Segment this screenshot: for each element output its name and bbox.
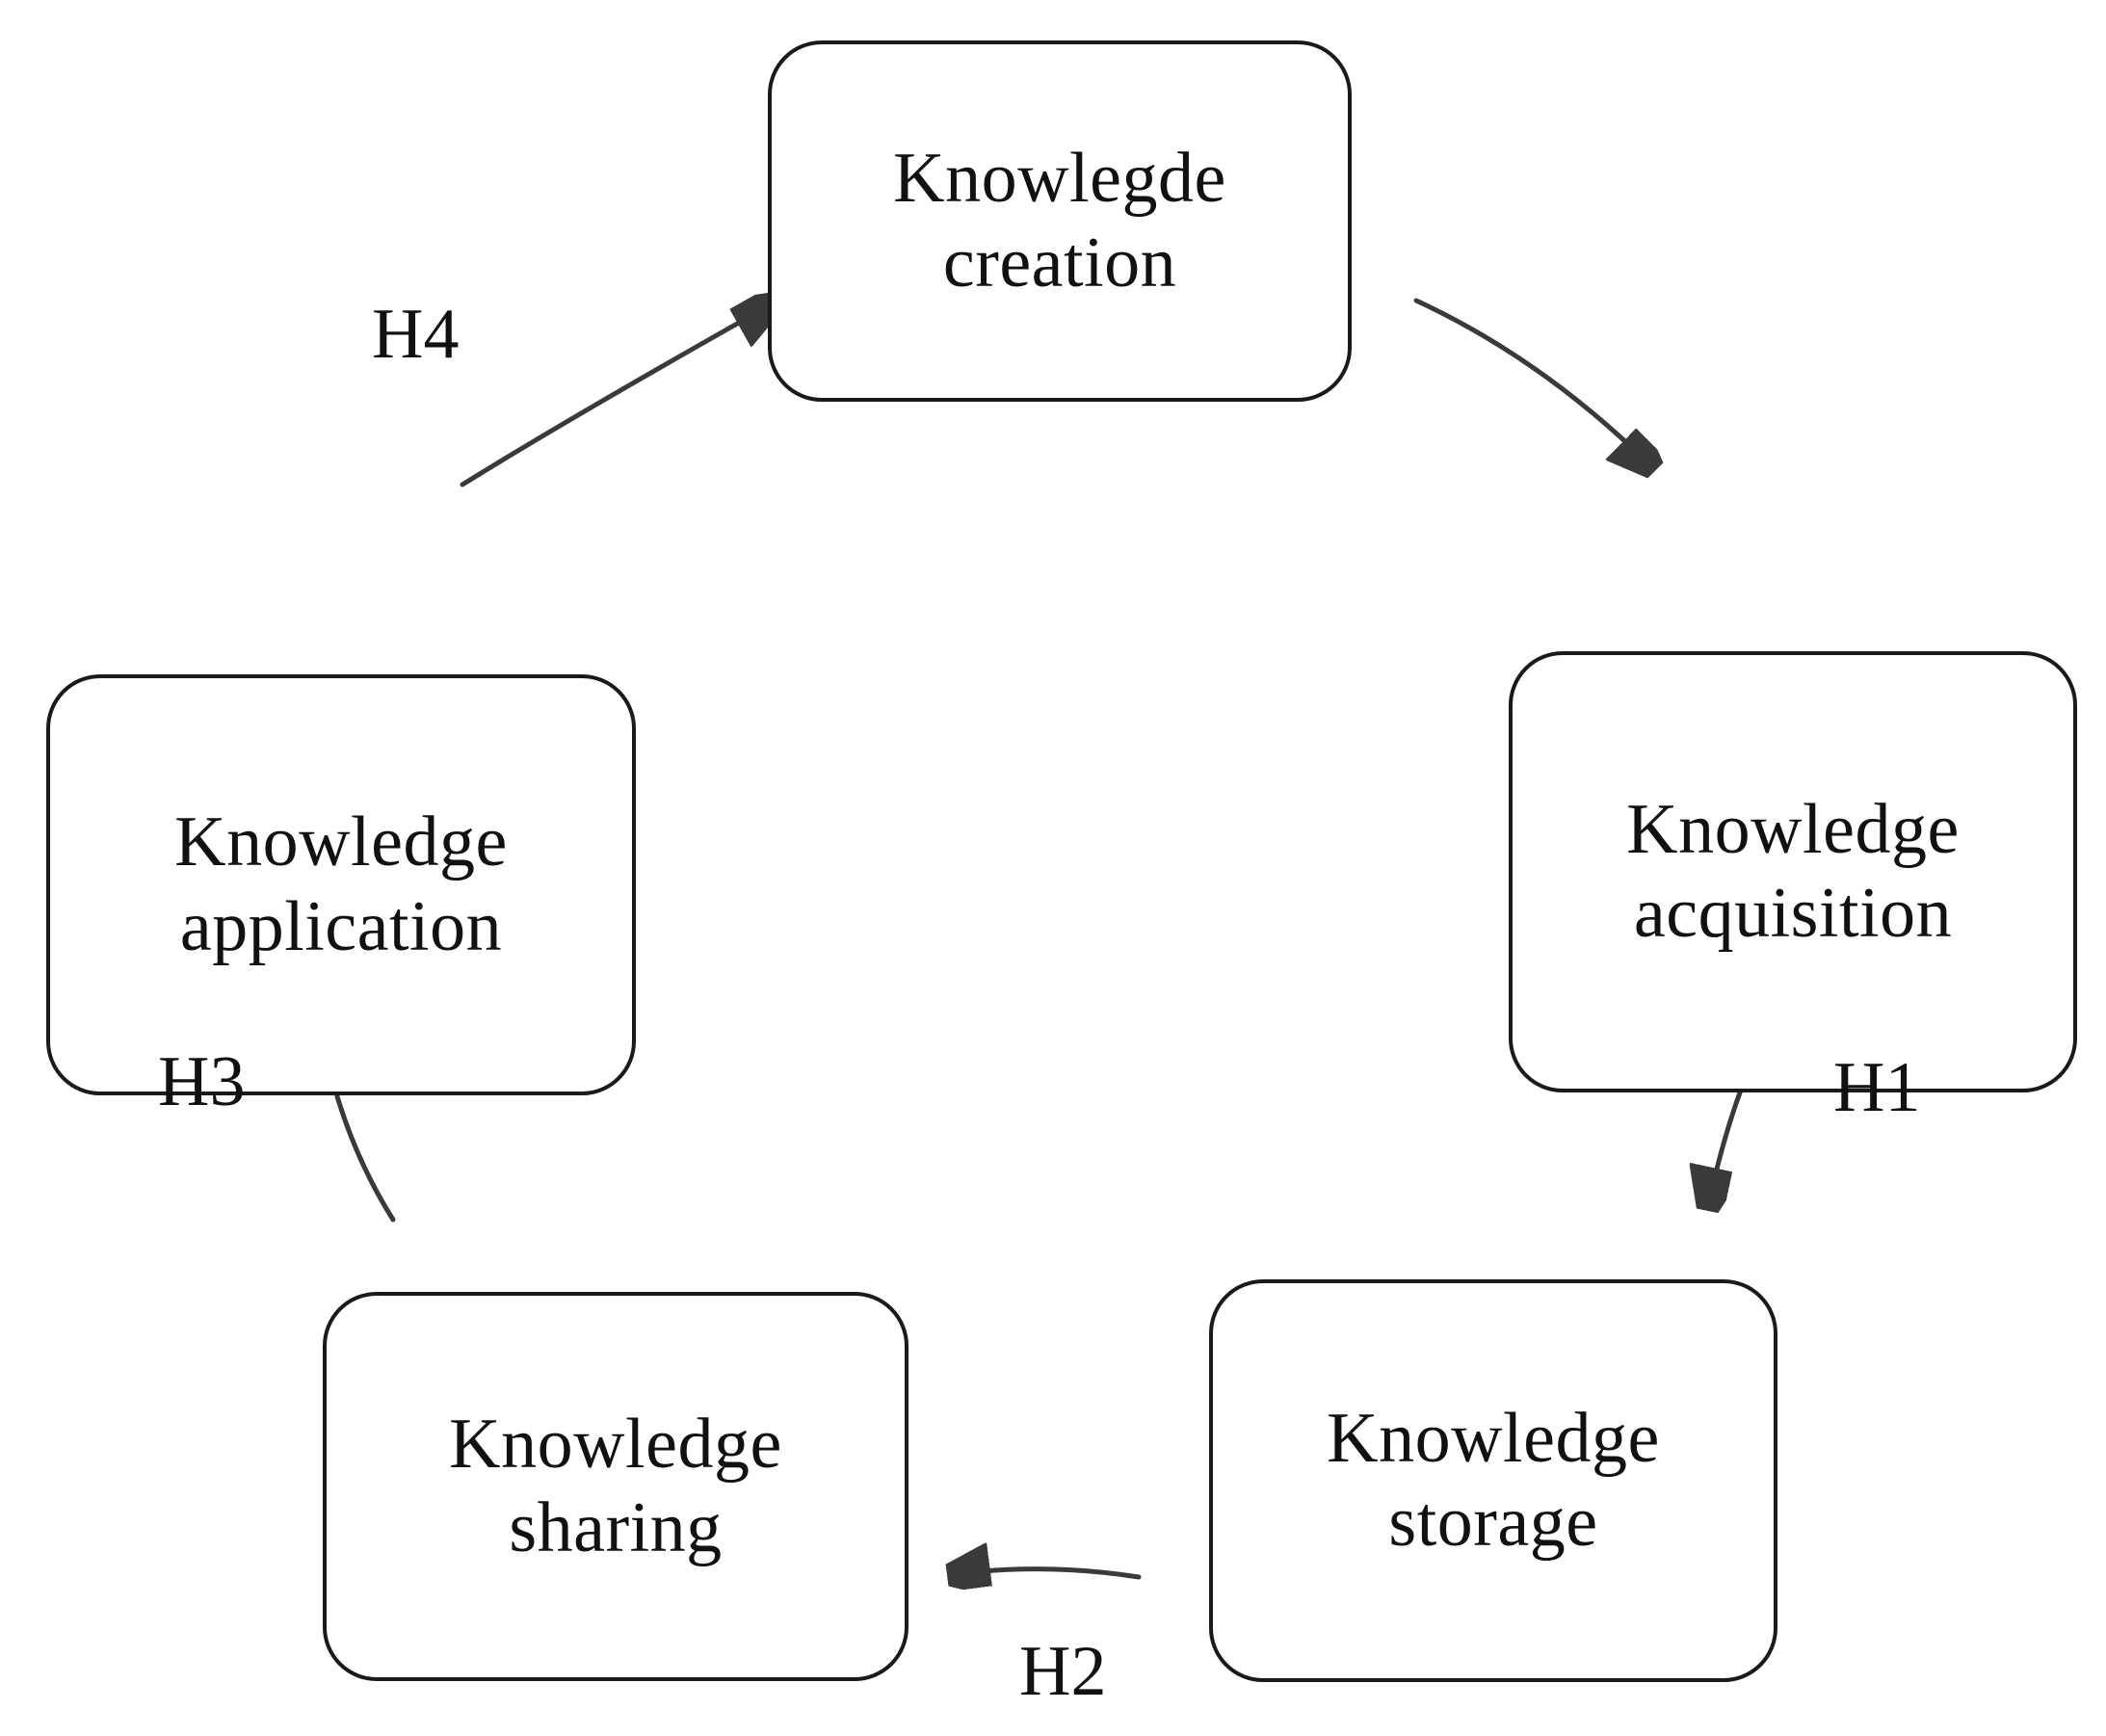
arrow-h4-application-to-creation	[460, 306, 768, 487]
node-knowledge-creation[interactable]: Knowlegde creation	[768, 40, 1352, 402]
edge-label-h1: H1	[1833, 1048, 1921, 1127]
node-knowledge-storage[interactable]: Knowledge storage	[1209, 1279, 1777, 1682]
edge-label-h2: H2	[1019, 1632, 1107, 1711]
node-knowledge-acquisition-label: Knowledge acquisition	[1626, 789, 1960, 953]
node-knowledge-application[interactable]: Knowledge application	[46, 674, 636, 1095]
node-knowledge-sharing-label: Knowledge sharing	[449, 1404, 782, 1567]
node-knowledge-sharing[interactable]: Knowledge sharing	[323, 1292, 908, 1681]
node-knowledge-creation-label: Knowlegde creation	[893, 139, 1226, 302]
node-knowledge-acquisition[interactable]: Knowledge acquisition	[1509, 651, 2077, 1092]
edge-label-h4: H4	[372, 295, 460, 374]
node-knowledge-storage-label: Knowledge storage	[1327, 1398, 1660, 1562]
node-knowledge-application-label: Knowledge application	[174, 802, 508, 966]
arrow-creation-to-acquisition	[1413, 298, 1649, 464]
arrow-h2-storage-to-sharing	[956, 1569, 1142, 1577]
edge-label-h3: H3	[158, 1042, 246, 1121]
